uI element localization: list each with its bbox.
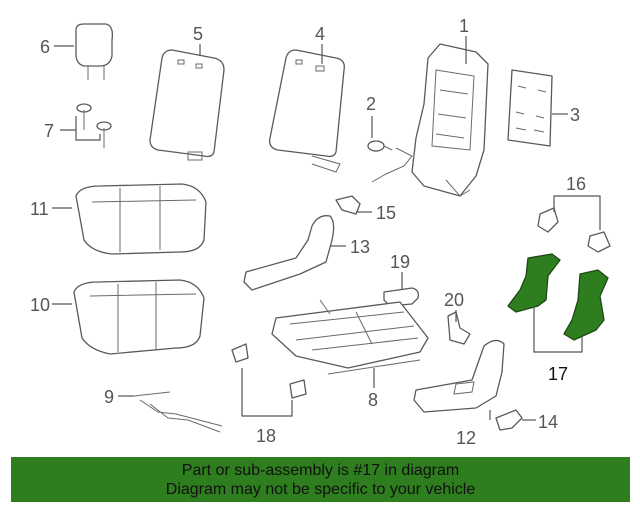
callout-3: 3 [570, 105, 580, 125]
callout-4: 4 [315, 24, 325, 44]
part-6-headrest [75, 23, 114, 80]
callout-11: 11 [30, 199, 49, 219]
callout-6: 6 [40, 37, 50, 57]
part-5-seatback-pad [149, 49, 225, 161]
callout-2: 2 [366, 94, 376, 114]
callout-15: 15 [376, 203, 396, 223]
part-12-side-cover [413, 339, 505, 413]
part-11-seat-cushion-cover [75, 183, 207, 255]
callout-19: 19 [390, 252, 410, 272]
part-2-bolt [367, 140, 393, 152]
part-18-brackets [231, 343, 307, 399]
callout-10: 10 [30, 295, 50, 315]
part-10-seat-cushion-pad [73, 279, 205, 355]
part-13-side-shield [243, 215, 335, 291]
part-17-hinge-covers [507, 253, 609, 341]
part-7-bolts [76, 103, 112, 148]
callout-13: 13 [350, 237, 370, 257]
callout-20: 20 [444, 290, 464, 310]
part-8-seat-track [271, 299, 429, 375]
part-1-seatback-frame [371, 43, 489, 197]
part-14-cover [495, 409, 523, 431]
part-20-bracket [447, 311, 471, 345]
callout-1: 1 [459, 16, 469, 36]
part-9-rod [133, 391, 223, 433]
part-4-seatback-cover [269, 49, 345, 173]
callout-14: 14 [538, 412, 558, 432]
callout-9: 9 [104, 387, 114, 407]
callout-16: 16 [566, 174, 586, 194]
part-16-covers [537, 207, 611, 253]
callout-5: 5 [193, 24, 203, 44]
leader-16 [553, 195, 601, 230]
leader-18 [241, 368, 293, 417]
leader-17 [533, 306, 583, 353]
banner-line-1: Part or sub-assembly is #17 in diagram [181, 462, 460, 479]
seat-parts-diagram: 6 7 5 4 2 1 [30, 16, 611, 448]
leader-7 [60, 116, 101, 141]
part-15-clip [335, 195, 361, 215]
info-banner: Part or sub-assembly is #17 in diagram D… [11, 457, 630, 502]
callout-17: 17 [548, 364, 568, 384]
banner-line-2: Diagram may not be specific to your vehi… [165, 481, 476, 498]
callout-18: 18 [256, 426, 276, 446]
callout-8: 8 [368, 390, 378, 410]
callout-7: 7 [44, 121, 54, 141]
part-3-back-panel [507, 69, 553, 147]
callout-12: 12 [456, 428, 476, 448]
